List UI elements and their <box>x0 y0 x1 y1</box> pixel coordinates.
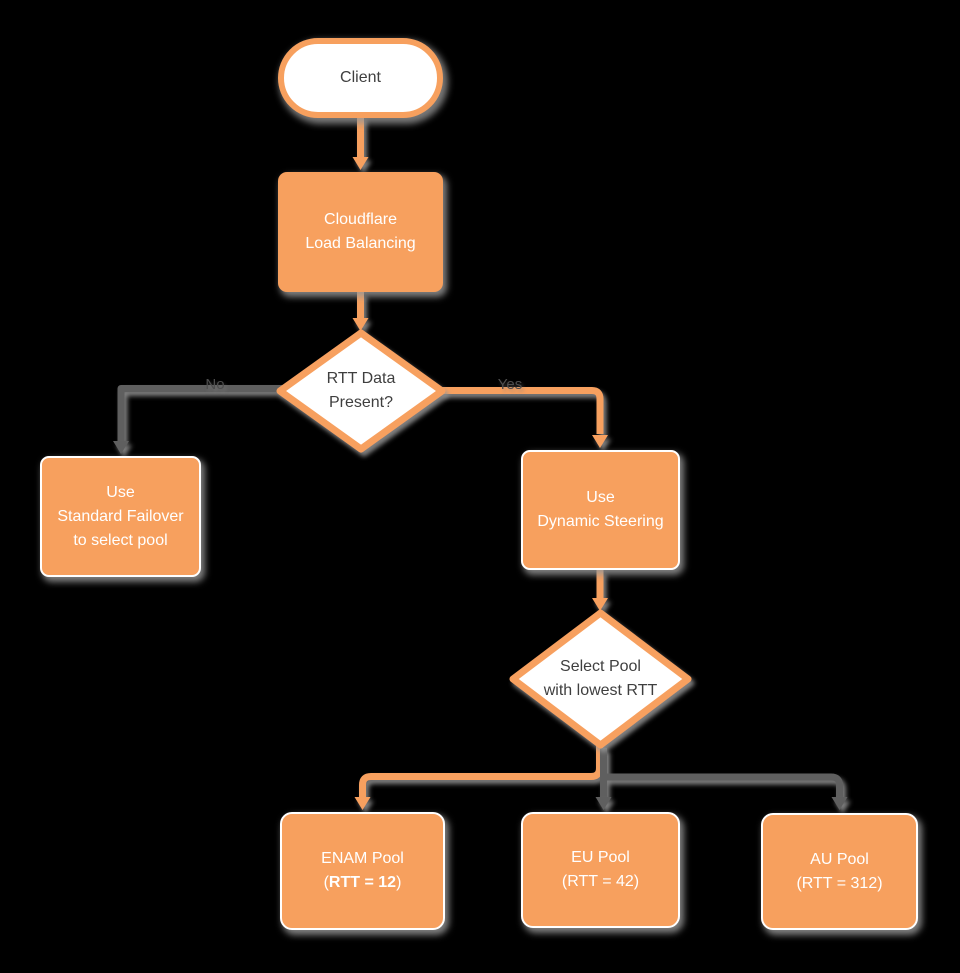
edge-label-yes: Yes <box>497 376 523 393</box>
node-standard-failover-line1: Use <box>106 483 135 501</box>
arrowhead-into-enam-pool <box>354 797 371 810</box>
node-standard-failover: Use Standard Failover to select pool <box>40 456 201 577</box>
arrowhead-into-selectpool <box>592 598 608 611</box>
node-au-pool: AU Pool (RTT = 312) <box>761 813 918 930</box>
node-client-label: Client <box>340 69 381 86</box>
enam-paren-open: ( <box>323 874 329 891</box>
arrowhead-into-au-pool <box>831 797 848 810</box>
node-load-balancing-line1: Cloudflare <box>324 211 397 228</box>
node-standard-failover-line2: Standard Failover <box>57 507 184 525</box>
arrowhead-into-standard-failover <box>113 441 129 454</box>
node-client: Client <box>278 38 443 118</box>
connector-selectpool-to-au <box>603 773 843 797</box>
node-enam-pool-line2: (RTT = 12) <box>324 871 402 895</box>
arrowhead-into-eu-pool <box>595 797 612 810</box>
node-load-balancing-line2: Load Balancing <box>305 235 416 252</box>
connector-selectpool-to-enam <box>359 743 603 797</box>
node-dynamic-steering: Use Dynamic Steering <box>521 450 680 570</box>
arrowhead-into-dynamicsteering <box>592 435 608 448</box>
connector-no-branch <box>117 385 283 441</box>
node-eu-pool: EU Pool (RTT = 42) <box>521 812 680 928</box>
node-enam-pool-line1: ENAM Pool <box>321 850 404 867</box>
node-enam-pool: ENAM Pool (RTT = 12) <box>280 812 445 930</box>
edge-label-no: No <box>205 376 225 393</box>
node-au-pool-line1: AU Pool <box>810 850 869 868</box>
node-eu-pool-line2: (RTT = 42) <box>561 873 640 890</box>
node-dynamic-steering-line1: Use <box>586 489 615 506</box>
decision-select-pool <box>509 609 692 749</box>
decision-rtt-data-present <box>276 329 446 453</box>
arrowhead-into-rtt-decision <box>352 318 369 331</box>
node-standard-failover-line3: to select pool <box>73 531 168 549</box>
node-au-pool-line2: (RTT = 312) <box>796 874 883 892</box>
arrowhead-into-loadbalancing <box>352 157 369 170</box>
connector-yes-branch <box>440 387 604 434</box>
enam-paren-close: ) <box>396 874 402 891</box>
node-eu-pool-line1: EU Pool <box>571 849 630 866</box>
node-dynamic-steering-line2: Dynamic Steering <box>537 513 664 530</box>
enam-rtt-value: RTT = 12 <box>328 874 397 891</box>
node-load-balancing: Cloudflare Load Balancing <box>278 172 443 292</box>
